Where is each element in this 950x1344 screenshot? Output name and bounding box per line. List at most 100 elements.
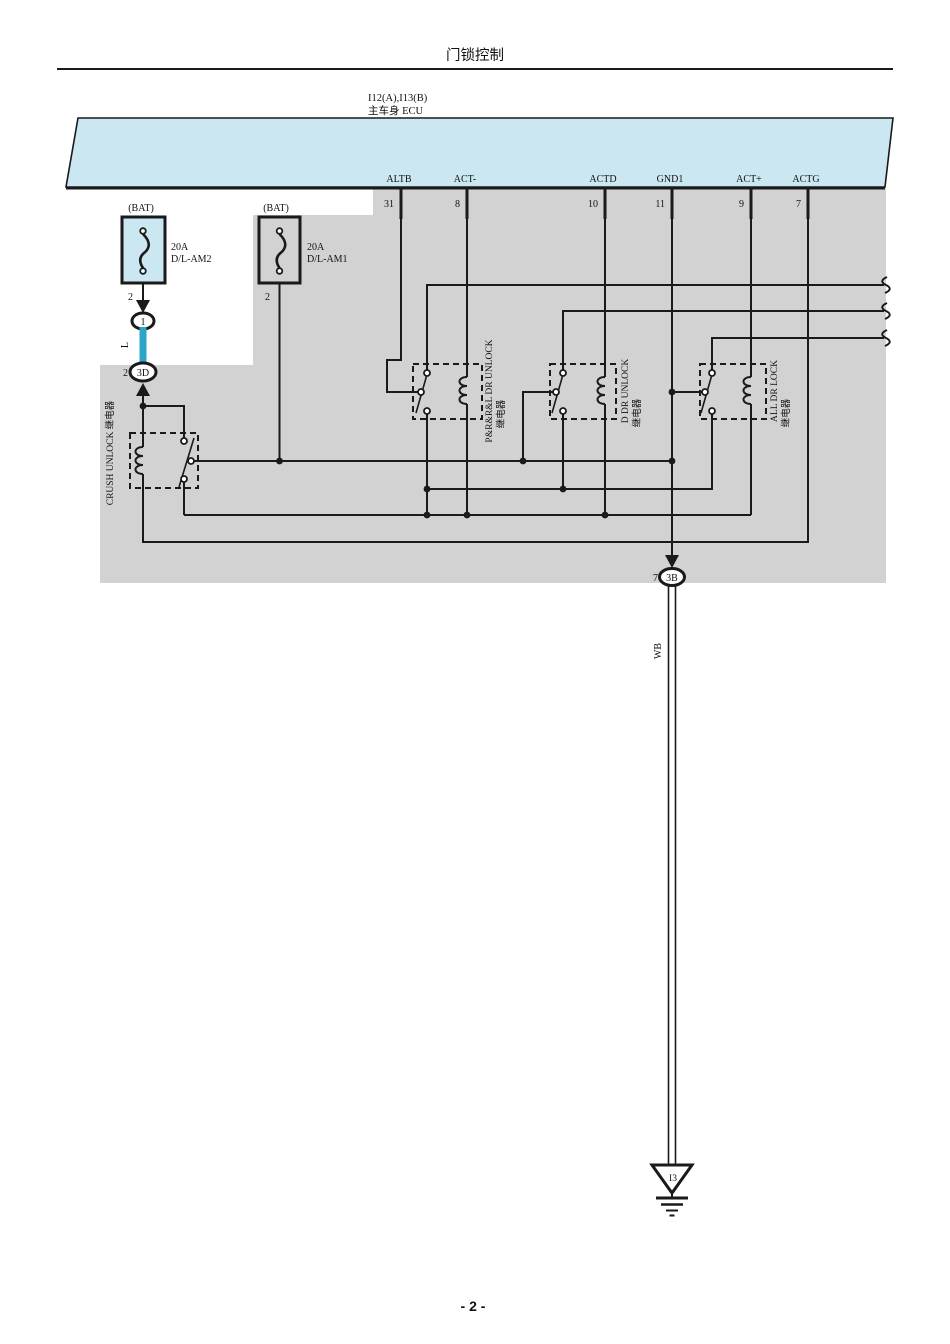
- page-number: - 2 -: [461, 1298, 486, 1314]
- relay1-box: [412, 363, 483, 420]
- relay1-coil-icon: [458, 376, 468, 405]
- pin-label-altb: ALTB: [386, 174, 412, 185]
- junction-dot: [559, 485, 567, 493]
- fuse1-terminal-bottom: [139, 267, 147, 275]
- wire-relay2-output: [562, 310, 884, 370]
- connector-3b-oval: [658, 567, 686, 587]
- junction-dot: [276, 457, 283, 465]
- relay1-contact-middle: [417, 388, 425, 396]
- fuse2-element-icon: [275, 233, 287, 269]
- junction-dot: [668, 457, 676, 465]
- relay-crush-contact-middle: [187, 457, 195, 465]
- relay1-contact-bottom: [423, 407, 431, 415]
- harness-region: [100, 189, 886, 583]
- fuse2-name: D/L-AM1: [307, 254, 348, 265]
- pin-label-actd: ACTD: [589, 174, 616, 185]
- down-arrow-icon: [136, 300, 150, 313]
- wire-crush-switch-top-branch: [143, 405, 185, 438]
- wire-relay1-output: [426, 284, 884, 370]
- wires: [142, 219, 884, 556]
- relay-crush-label: CRUSH UNLOCK 继电器: [104, 400, 116, 505]
- fuse2-pin: 2: [265, 292, 270, 303]
- relay2-contact-top: [559, 369, 567, 377]
- wb-wire: WB: [653, 586, 677, 1164]
- wire-break-icon: [881, 302, 891, 320]
- junction-dot: [423, 485, 431, 493]
- connector-1: 1: [130, 300, 156, 331]
- relay2-contact-bottom: [559, 407, 567, 415]
- ecu-pin-row: 31 8 10 11 9 7: [384, 189, 810, 219]
- ground-triangle-icon: [649, 1163, 695, 1196]
- pin-number-7: 7: [796, 199, 801, 210]
- fuse2-rating: 20A: [307, 242, 325, 253]
- relay2-coil-icon: [596, 376, 606, 405]
- junction-dot: [423, 511, 431, 519]
- relay-all-dr-lock: ALL DR LOCK 继电器: [699, 360, 792, 427]
- blue-wire-l: [139, 327, 147, 364]
- relay3-label-line2: 继电器: [780, 398, 792, 427]
- relay-crush-unlock: CRUSH UNLOCK 继电器: [104, 400, 199, 505]
- fuse2-bat-label: (BAT): [263, 203, 289, 214]
- junction-dot: [463, 511, 471, 519]
- relay3-contact-bottom: [708, 407, 716, 415]
- wire-wb-label: WB: [653, 643, 664, 659]
- ecu-pin-labels: ALTB ACT- ACTD GND1 ACT+ ACTG: [386, 174, 819, 185]
- fuse1-terminal-top: [139, 227, 147, 235]
- ecu-id-label: I12(A),I13(B): [368, 93, 428, 104]
- relay2-contact-middle: [552, 388, 560, 396]
- connector-3d: 3D 2: [123, 361, 158, 396]
- junction-dot: [668, 388, 676, 396]
- relay3-label-line1: ALL DR LOCK: [770, 360, 780, 422]
- pin-number-10: 10: [588, 199, 598, 210]
- ground-i3: I3: [649, 1163, 695, 1217]
- relay2-box: [549, 363, 617, 420]
- pin-label-actg: ACTG: [792, 174, 819, 185]
- fuse-dl-am2: (BAT) 20A D/L-AM2 2: [120, 203, 212, 303]
- relay1-label-line1: P&R&R&L DR UNLOCK: [485, 339, 495, 442]
- pin-number-9: 9: [739, 199, 744, 210]
- relay3-coil-icon: [742, 376, 752, 405]
- edge-connectors: [881, 276, 891, 347]
- fuse2-terminal-bottom: [275, 267, 284, 275]
- pin-label-act-plus: ACT+: [736, 174, 762, 185]
- pin-label-gnd1: GND1: [657, 174, 684, 185]
- relay3-contact-top: [708, 369, 716, 377]
- relay-crush-box: [129, 432, 199, 489]
- junction-dot: [139, 402, 147, 410]
- fuse1-pin: 2: [128, 292, 133, 303]
- relay1-contact-top: [423, 369, 431, 377]
- pin-number-8: 8: [455, 199, 460, 210]
- down-arrow-icon: [665, 555, 679, 568]
- ecu-name-label: 主车身 ECU: [368, 104, 424, 117]
- connector-3d-oval: [128, 361, 158, 383]
- wire-rail-489: [427, 414, 713, 490]
- connector-3d-pin: 2: [123, 368, 128, 379]
- wire-altb: [386, 219, 418, 393]
- fuse1-element-icon: [138, 233, 151, 269]
- pin-number-11: 11: [655, 199, 665, 210]
- fuse2-terminal-top: [275, 227, 284, 235]
- relay-prrl-dr-unlock: P&R&R&L DR UNLOCK 继电器: [412, 339, 507, 443]
- fuse1-bat-label: (BAT): [128, 203, 154, 214]
- junction-dot: [519, 457, 527, 465]
- connector-3b-label: 3B: [666, 573, 678, 584]
- fuse1-rating: 20A: [171, 242, 189, 253]
- ecu-box: [65, 117, 894, 188]
- relay2-label-line1: D DR UNLOCK: [621, 359, 631, 424]
- wire-break-icon: [881, 329, 891, 347]
- pin-label-act-minus: ACT-: [454, 174, 476, 185]
- ground-label: I3: [669, 1174, 677, 1184]
- connector-3d-label: 3D: [137, 368, 149, 379]
- relay-crush-contact-top: [180, 437, 188, 445]
- up-arrow-icon: [136, 383, 150, 396]
- fuse1-name: D/L-AM2: [171, 254, 212, 265]
- page-title: 门锁控制: [446, 47, 504, 64]
- relay-crush-coil-icon: [134, 446, 144, 475]
- relay2-label-line2: 继电器: [631, 398, 643, 427]
- pin-number-31: 31: [384, 199, 394, 210]
- wire-l-label: L: [120, 342, 131, 348]
- relay3-contact-middle: [701, 388, 709, 396]
- relay-d-dr-unlock: D DR UNLOCK 继电器: [549, 359, 643, 427]
